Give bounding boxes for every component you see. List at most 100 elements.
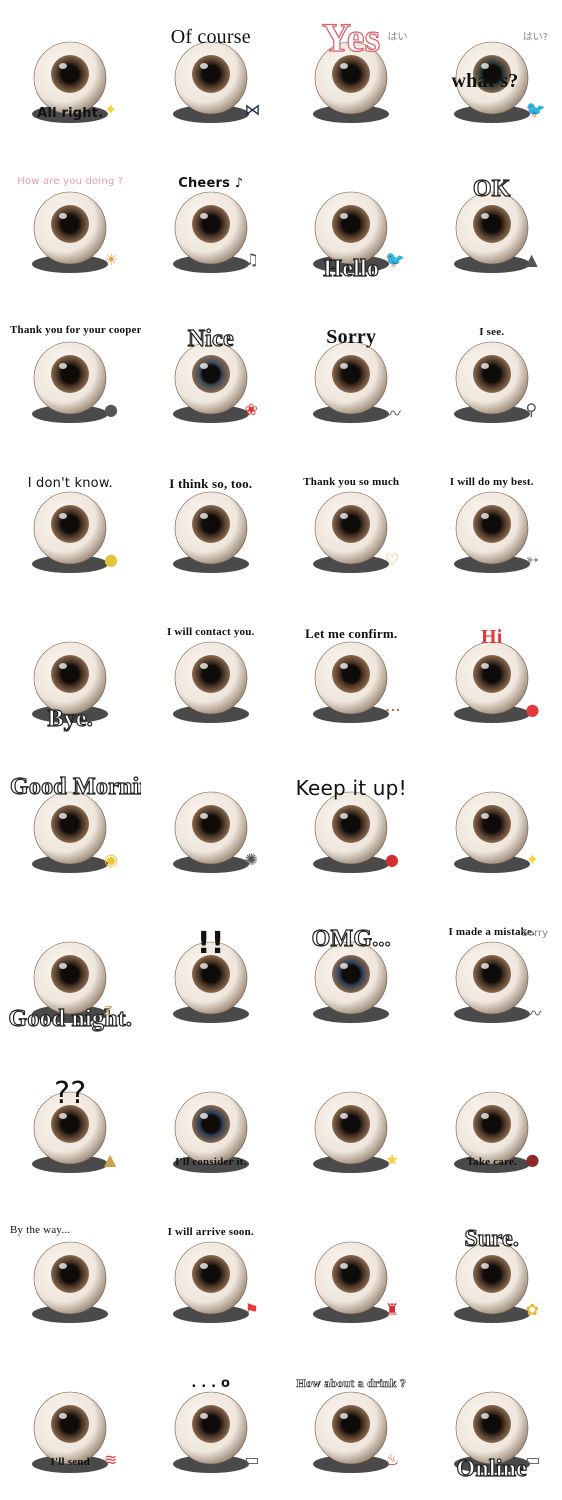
sticker-cell[interactable]: Online▭ xyxy=(422,1350,562,1500)
eyeball-highlight xyxy=(480,363,489,369)
eyeball-highlight xyxy=(480,213,489,219)
eyeball-highlight xyxy=(199,513,208,519)
sticker-cell[interactable]: . . . o ▭ xyxy=(141,1350,282,1500)
sticker-caption: Bye. xyxy=(47,705,93,732)
sticker-cell[interactable]: Hello🐦 xyxy=(281,150,422,300)
sticker-cell[interactable]: I think so, too. xyxy=(141,450,282,600)
eyeball-icon xyxy=(32,1091,108,1173)
eyeball-highlight xyxy=(340,213,348,219)
sticker-cell[interactable]: Keep it up!● xyxy=(281,750,422,900)
eyeball-icon xyxy=(453,1241,530,1323)
sticker-cell[interactable]: Cheers ♪♫ xyxy=(141,150,282,300)
chart-icon: ⋯ xyxy=(385,700,401,719)
sticker-cell[interactable]: All right.✦ xyxy=(0,0,141,150)
sticker-cell[interactable]: I will arrive soon.⚑ xyxy=(141,1200,282,1350)
eyeball-icon xyxy=(172,1091,249,1173)
sticker-cell[interactable]: Let me confirm.⋯ xyxy=(281,600,422,750)
sticker-cell[interactable]: I will do my best.➳ xyxy=(422,450,562,600)
sticker-cell[interactable]: OK▲ xyxy=(422,150,562,300)
sticker-cell[interactable]: Sure.✿ xyxy=(422,1200,562,1350)
eyeball-iris xyxy=(51,55,89,93)
eyeball-icon xyxy=(172,341,249,423)
sticker-cell[interactable]: I'll send ≋ xyxy=(0,1350,141,1500)
eyeball-iris xyxy=(472,505,511,543)
eyeball-highlight xyxy=(199,1113,208,1119)
sticker-caption: Take care. xyxy=(466,1156,517,1168)
sticker-cell[interactable]: Thank you for your cooperation● xyxy=(0,300,141,450)
heart-icon: ♡ xyxy=(385,550,400,569)
eyeball-icon xyxy=(32,1391,108,1473)
sticker-cell[interactable]: Nice❀ xyxy=(141,300,282,450)
sticker-caption: I'll send xyxy=(50,1456,90,1468)
eyeball-highlight xyxy=(480,1113,489,1119)
sticker-cell[interactable]: what's?はい?🐦 xyxy=(422,0,562,150)
sparkle-icon: ✦ xyxy=(104,100,118,119)
sticker-extra-label: Sorry xyxy=(521,928,548,939)
eyeball-iris xyxy=(191,355,230,393)
sticker-cell[interactable]: Bye. xyxy=(0,600,141,750)
sticker-caption: I think so, too. xyxy=(169,476,253,491)
berries-icon: ● xyxy=(525,1150,540,1169)
sticker-cell[interactable]: I see.⚲ xyxy=(422,300,562,450)
sticker-cell[interactable]: ♜ xyxy=(281,1200,422,1350)
eyeball-iris xyxy=(191,805,230,843)
magnifier-icon: ⚲ xyxy=(525,400,538,419)
eyeball-icon xyxy=(453,41,530,123)
mask-icon: ▭ xyxy=(244,1450,260,1469)
fish-icon: ➳ xyxy=(525,550,539,569)
sticker-cell[interactable]: ★ xyxy=(281,1050,422,1200)
sticker-cell[interactable]: Take care. ● xyxy=(422,1050,562,1200)
eyeball-icon xyxy=(32,491,108,573)
sticker-cell[interactable]: How about a drink ?♨ xyxy=(281,1350,422,1500)
wifi-icon: ≋ xyxy=(104,1450,118,1469)
sticker-caption: Hi xyxy=(480,626,503,648)
eyeball-highlight xyxy=(59,813,67,819)
sticker-cell[interactable]: I will contact you. xyxy=(141,600,282,750)
sticker-cell[interactable]: Thank you so much♡ xyxy=(281,450,422,600)
sticker-cell[interactable]: I'll consider it. xyxy=(141,1050,282,1200)
sticker-caption: Of course xyxy=(170,26,251,48)
eyeball-highlight xyxy=(480,1413,489,1419)
eyeball-icon xyxy=(313,41,389,123)
bird-icon: 🐦 xyxy=(385,250,405,269)
sticker-cell[interactable]: !! xyxy=(141,900,282,1050)
eyeball-iris xyxy=(332,955,370,993)
bowtie-icon: ⋈ xyxy=(244,100,261,119)
eyeball-iris xyxy=(332,1105,370,1143)
sticker-caption: ?? xyxy=(54,1076,87,1111)
sticker-caption: . . . o xyxy=(191,1376,231,1391)
sticker-cell[interactable]: How are you doing ?☀ xyxy=(0,150,141,300)
eyeball-highlight xyxy=(480,813,489,819)
sticker-cell[interactable]: Hi● xyxy=(422,600,562,750)
sticker-cell[interactable]: Good night.z xyxy=(0,900,141,1050)
sticker-cell[interactable]: Of course ⋈ xyxy=(141,0,282,150)
sticker-cell[interactable]: OMG... xyxy=(281,900,422,1050)
eyeball-highlight xyxy=(340,1413,348,1419)
sticker-cell[interactable]: By the way... xyxy=(0,1200,141,1350)
eyeball-icon xyxy=(32,641,108,723)
eyeball-icon xyxy=(313,641,389,723)
sticker-cell[interactable]: ??▲ xyxy=(0,1050,141,1200)
sticker-cell[interactable]: I don't know.● xyxy=(0,450,141,600)
sticker-cell[interactable]: ✺ xyxy=(141,750,282,900)
eyeball-iris xyxy=(472,355,511,393)
eyeball-iris xyxy=(51,1255,89,1293)
eyeball-icon xyxy=(172,1241,249,1323)
sticker-cell[interactable]: ✦ xyxy=(422,750,562,900)
ukulele-icon: ♫ xyxy=(244,250,259,269)
eyeball-highlight xyxy=(59,963,67,969)
eyeball-iris xyxy=(191,55,230,93)
sticker-caption: OK xyxy=(472,175,511,202)
eyeball-iris xyxy=(191,1255,230,1293)
eyeball-iris xyxy=(332,355,370,393)
sticker-cell[interactable]: Sorry〰 xyxy=(281,300,422,450)
sticker-caption: Sorry xyxy=(326,326,377,348)
sticker-cell[interactable]: Good Morning◉ xyxy=(0,750,141,900)
eyeball-iris xyxy=(51,805,89,843)
sticker-caption: Good Morning xyxy=(9,773,140,800)
sticker-cell[interactable]: I made a mistake.Sorry〰 xyxy=(422,900,562,1050)
eyeball-highlight xyxy=(199,363,208,369)
rose-icon: ❀ xyxy=(244,400,258,419)
